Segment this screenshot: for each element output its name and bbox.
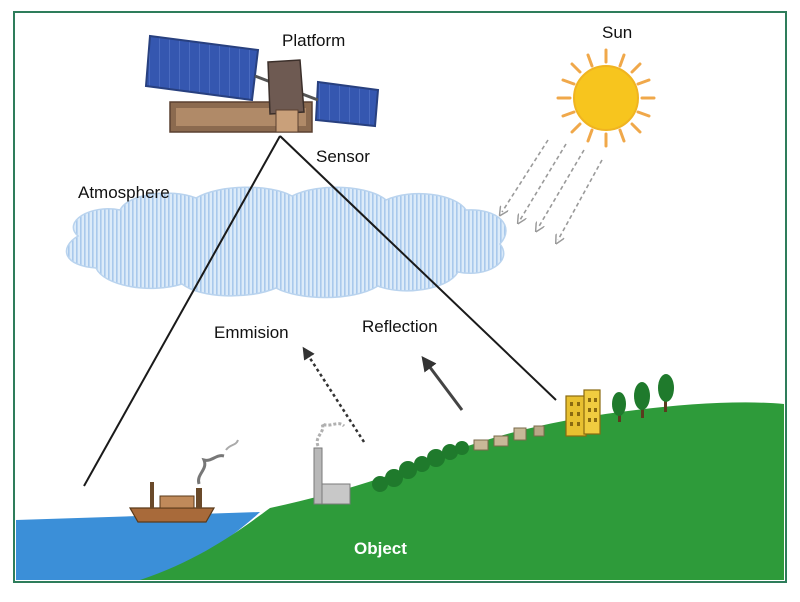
ship-icon <box>128 439 239 523</box>
trees-icon <box>372 374 674 492</box>
factory-icon <box>313 420 351 505</box>
sensor-label: Sensor <box>316 147 370 166</box>
sun-label: Sun <box>602 23 632 42</box>
cloud-icon <box>65 186 507 299</box>
buildings-icon <box>473 389 601 451</box>
atmosphere-label: Atmosphere <box>78 183 170 202</box>
emission-label: Emmision <box>214 323 289 342</box>
platform-label: Platform <box>282 31 345 50</box>
land-surface <box>140 402 784 580</box>
sun-icon <box>556 48 656 148</box>
sensor-view-lines <box>83 135 557 487</box>
reflection-label: Reflection <box>362 317 438 336</box>
solar-radiation-arrows <box>502 139 603 240</box>
object-label: Object <box>354 539 407 558</box>
satellite-icon <box>144 34 380 133</box>
reflection-arrow <box>421 356 464 411</box>
water-body <box>16 512 260 580</box>
